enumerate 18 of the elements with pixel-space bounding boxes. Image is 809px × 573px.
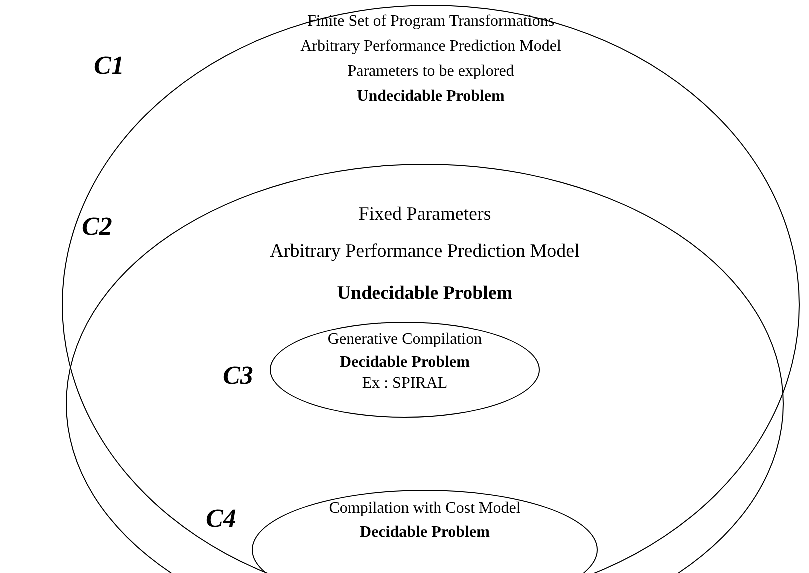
ellipse-label: Decidable Problem [340,354,470,372]
set-label: C3 [223,363,254,389]
ellipse-label: Generative Compilation [328,331,482,349]
ellipse-label: Decidable Problem [360,524,490,542]
ellipse-label: Ex : SPIRAL [362,375,448,393]
ellipse-label: Finite Set of Program Transformations [307,13,555,31]
set-label: C4 [206,506,236,532]
ellipse-label: Undecidable Problem [357,88,505,106]
ellipse-label: Parameters to be explored [348,63,514,81]
ellipse-label: Compilation with Cost Model [329,500,521,518]
ellipse-label: Fixed Parameters [358,205,492,226]
ellipse-label: Arbitrary Performance Prediction Model [270,242,580,263]
set-label: C1 [94,53,124,79]
ellipse-label: Undecidable Problem [337,284,513,305]
ellipse [66,164,784,573]
set-label: C2 [82,214,112,240]
ellipse [62,5,800,573]
ellipse-label: Arbitrary Performance Prediction Model [300,38,562,56]
